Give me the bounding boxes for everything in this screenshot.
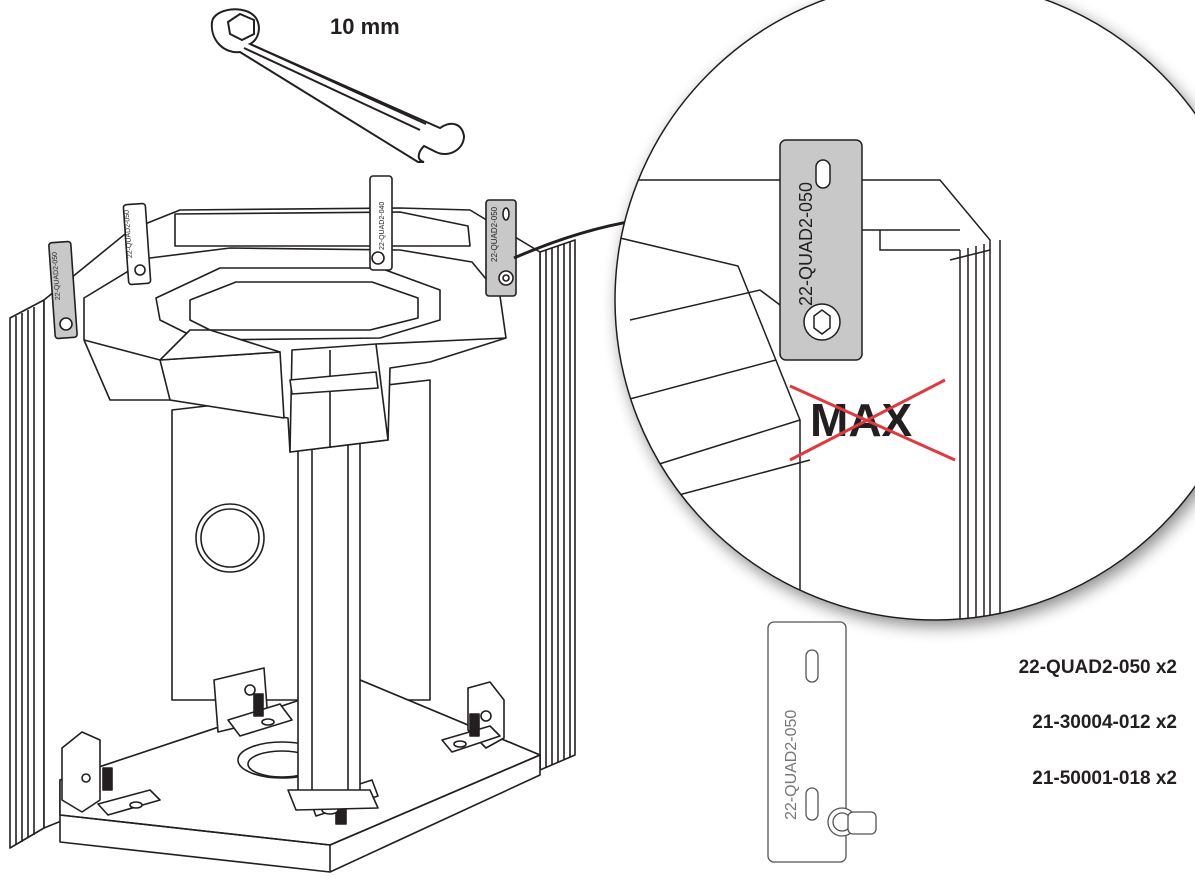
bracket-marking: 22-QUAD2-050 bbox=[490, 206, 499, 262]
side-panel-left bbox=[9, 299, 45, 849]
bottom-bracket-right bbox=[441, 681, 505, 753]
wrench-icon bbox=[210, 8, 466, 163]
enclosure-assembly: 22-QUAD2-050 22-QUAD2-050 22-QUAD2-040 2… bbox=[9, 175, 576, 873]
support-pole bbox=[287, 399, 379, 811]
bottom-bracket-back bbox=[213, 667, 293, 737]
bracket-marking: 22-QUAD2-050 bbox=[52, 252, 62, 301]
bottom-bracket-left bbox=[61, 731, 161, 816]
top-bracket-back-left: 22-QUAD2-050 bbox=[122, 202, 152, 286]
bracket-marking: 22-QUAD2-050 bbox=[124, 210, 134, 259]
bracket-marking: 22-QUAD2-050 bbox=[796, 182, 816, 306]
parts-list-item: 21-50001-018 x2 bbox=[1032, 768, 1177, 789]
tool-size-label: 10 mm bbox=[330, 14, 400, 39]
detail-callout bbox=[614, 0, 1195, 621]
detail-bracket: 22-QUAD2-050 bbox=[779, 139, 863, 361]
side-panel-right bbox=[539, 239, 576, 771]
top-bracket-front-left: 22-QUAD2-050 bbox=[48, 240, 78, 340]
cross-icon bbox=[789, 378, 956, 462]
bracket-marking: 22-QUAD2-040 bbox=[379, 202, 386, 250]
top-bracket-back-right: 22-QUAD2-050 bbox=[485, 199, 517, 297]
bracket-preview: 22-QUAD2-050 bbox=[767, 621, 877, 863]
parts-list-item: 22-QUAD2-050 x2 bbox=[1018, 657, 1177, 678]
top-bracket-back-mid: 22-QUAD2-040 bbox=[369, 175, 393, 271]
parts-list-item: 21-30004-012 x2 bbox=[1032, 712, 1177, 733]
top-tray bbox=[83, 247, 507, 453]
bracket-marking: 22-QUAD2-050 bbox=[783, 710, 800, 820]
detail-callout-content: 22-QUAD2-050 MAX bbox=[615, 139, 1001, 620]
